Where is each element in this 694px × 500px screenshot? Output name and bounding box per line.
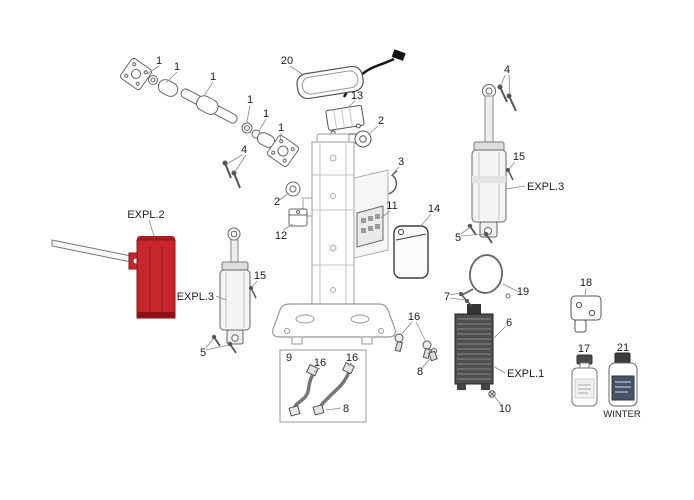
winter-label: WINTER (603, 409, 641, 420)
callout-16-mid: 16 (408, 311, 420, 323)
oil-bottle (571, 354, 598, 407)
callout-2b: 2 (274, 196, 280, 208)
callout-1c: 1 (210, 71, 216, 83)
hydraulic-cylinder-center (219, 227, 251, 345)
callout-5-center: 5 (200, 347, 206, 359)
callout-5-right: 5 (455, 232, 461, 244)
callout-expl2: EXPL.2 (127, 209, 164, 221)
callout-1d: 1 (247, 94, 253, 106)
callout-10: 10 (499, 403, 511, 415)
pulley-part-2-upper (348, 130, 372, 148)
heater-resistor (454, 304, 494, 390)
callout-20: 20 (281, 55, 293, 67)
hydraulic-fittings (394, 333, 438, 362)
callout-expl3-center: EXPL.3 (177, 291, 214, 303)
callout-3: 3 (398, 156, 404, 168)
shaft-assembly (119, 57, 300, 168)
oil-canister (393, 225, 429, 279)
top-cover-lid (296, 65, 364, 100)
callout-16-box-a: 16 (314, 357, 326, 369)
control-pcb (356, 205, 384, 248)
hose-kit-box (279, 349, 367, 423)
callout-1b: 1 (174, 61, 180, 73)
washer-ring-hole (150, 77, 156, 83)
junction-box (288, 208, 308, 227)
callout-12: 12 (275, 230, 287, 242)
control-unit-box (325, 104, 365, 136)
callout-4-right: 4 (504, 64, 510, 76)
barrier-assembly (51, 236, 176, 319)
callout-17: 17 (578, 343, 590, 355)
callout-2a: 2 (378, 115, 384, 127)
callout-16-box-b: 16 (346, 352, 358, 364)
callout-9: 9 (286, 352, 292, 364)
leader-lines (146, 65, 587, 411)
callout-18: 18 (580, 277, 592, 289)
callout-8-mid: 8 (417, 366, 423, 378)
callout-expl3-right: EXPL.3 (527, 181, 564, 193)
screws-4-center (222, 160, 241, 189)
hydraulic-cylinder-right (471, 84, 507, 238)
callout-labels: 1 1 1 1 1 1 20 13 2 3 11 14 12 2 4 15 EX… (127, 55, 641, 420)
drive-shaft (180, 88, 238, 124)
callout-14: 14 (428, 203, 440, 215)
winter-oil-bottle (608, 352, 638, 407)
screw-15-right (506, 168, 514, 181)
hose-a (288, 364, 319, 417)
bushing-part-2-lower (285, 181, 301, 197)
screw-10 (488, 390, 496, 398)
callout-19: 19 (517, 286, 529, 298)
callout-8-box: 8 (343, 403, 349, 415)
barrier-cabinet (136, 239, 176, 319)
callout-15-right: 15 (513, 151, 525, 163)
barrier-arm (51, 239, 142, 265)
flange-plate-right (266, 134, 300, 168)
screws-4-right (497, 84, 517, 112)
callout-expl1: EXPL.1 (507, 368, 544, 380)
screws-5-right (467, 223, 493, 244)
callout-6: 6 (506, 317, 512, 329)
callout-1f: 1 (278, 122, 284, 134)
callout-15-center: 15 (254, 270, 266, 282)
mounting-bracket (570, 295, 602, 333)
callout-21: 21 (617, 342, 629, 354)
flange-plate-left (119, 57, 153, 91)
callout-4-center: 4 (241, 144, 247, 156)
callout-11: 11 (386, 200, 397, 212)
callout-13: 13 (351, 90, 363, 102)
bushing-sleeve (157, 79, 179, 97)
callout-1a: 1 (156, 55, 162, 67)
base-plate (272, 303, 396, 338)
cabinet-base (137, 312, 175, 318)
callout-1e: 1 (263, 108, 269, 120)
seal-loop (459, 254, 511, 307)
shaft-ring-1-hole (244, 125, 250, 131)
callout-7: 7 (444, 291, 450, 303)
